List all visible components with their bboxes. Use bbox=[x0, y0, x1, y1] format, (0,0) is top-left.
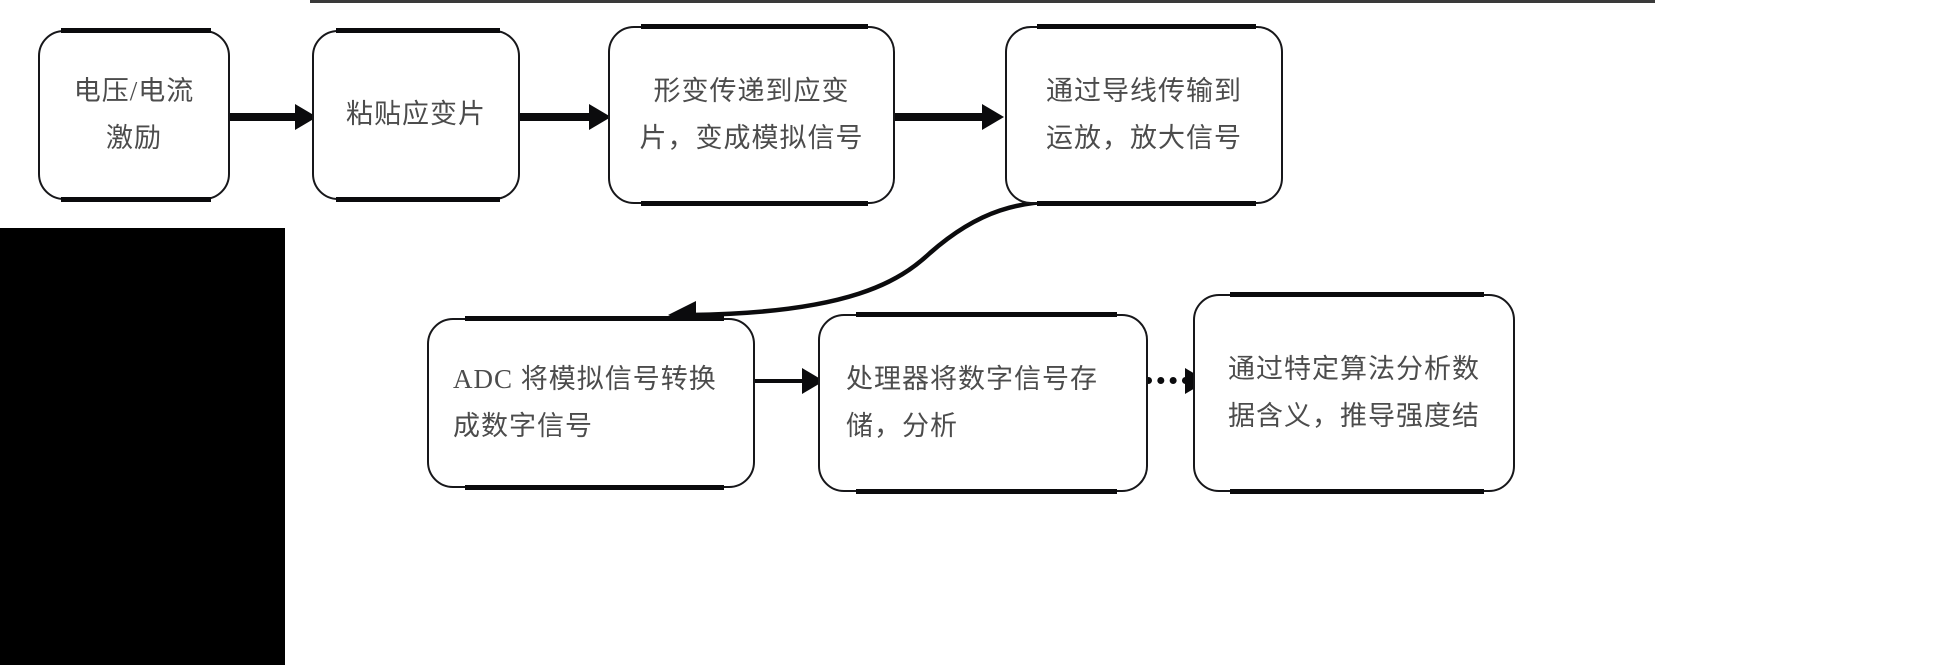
blackout-block bbox=[0, 228, 285, 665]
arrow-n1-to-n2 bbox=[229, 104, 319, 130]
page-rule-top bbox=[310, 0, 1655, 3]
arrow-shaft bbox=[229, 113, 299, 121]
node-line: 储，分析 bbox=[846, 411, 958, 441]
node-line: 通过特定算法分析数 bbox=[1228, 353, 1480, 384]
node-line: 通过导线传输到 bbox=[1046, 75, 1242, 106]
node-line: 粘贴应变片 bbox=[346, 99, 486, 130]
node-deformation-to-analog[interactable]: 形变传递到应变 片，变成模拟信号 bbox=[608, 24, 895, 206]
node-attach-strain-gauge[interactable]: 粘贴应变片 bbox=[312, 28, 520, 202]
node-line: 处理器将数字信号存 bbox=[846, 363, 1098, 394]
node-line: 据含义，推导强度结 bbox=[1228, 401, 1480, 431]
arrow-shaft bbox=[519, 113, 593, 121]
node-line: 形变传递到应变 bbox=[653, 75, 850, 106]
node-voltage-current-excitation[interactable]: 电压/电流 激励 bbox=[38, 28, 230, 202]
arrow-shaft bbox=[894, 113, 986, 121]
arrow-dotted-shaft bbox=[1145, 377, 1189, 384]
node-adc-analog-to-digital[interactable]: ADC 将模拟信号转换 成数字信号 bbox=[427, 316, 755, 490]
arrow-head-right bbox=[295, 104, 317, 130]
node-line: 成数字信号 bbox=[453, 411, 593, 441]
arrow-shaft bbox=[752, 379, 808, 383]
node-line: 运放，放大信号 bbox=[1046, 123, 1242, 153]
node-wire-to-opamp-amplify[interactable]: 通过导线传输到 运放，放大信号 bbox=[1005, 24, 1283, 206]
node-processor-store-analyze[interactable]: 处理器将数字信号存 储，分析 bbox=[818, 312, 1148, 494]
node-algorithm-derive-strength[interactable]: 通过特定算法分析数 据含义，推导强度结 bbox=[1193, 292, 1515, 494]
arrow-n2-to-n3 bbox=[519, 104, 614, 130]
node-line: ADC 将模拟信号转换 bbox=[453, 363, 717, 394]
node-line: 片，变成模拟信号 bbox=[639, 123, 864, 153]
arrow-n3-to-n4 bbox=[894, 104, 1009, 130]
arrow-head-right bbox=[589, 104, 611, 130]
node-line: 激励 bbox=[106, 123, 162, 153]
node-line: 电压/电流 bbox=[73, 75, 195, 106]
arrow-head-right bbox=[982, 104, 1004, 130]
